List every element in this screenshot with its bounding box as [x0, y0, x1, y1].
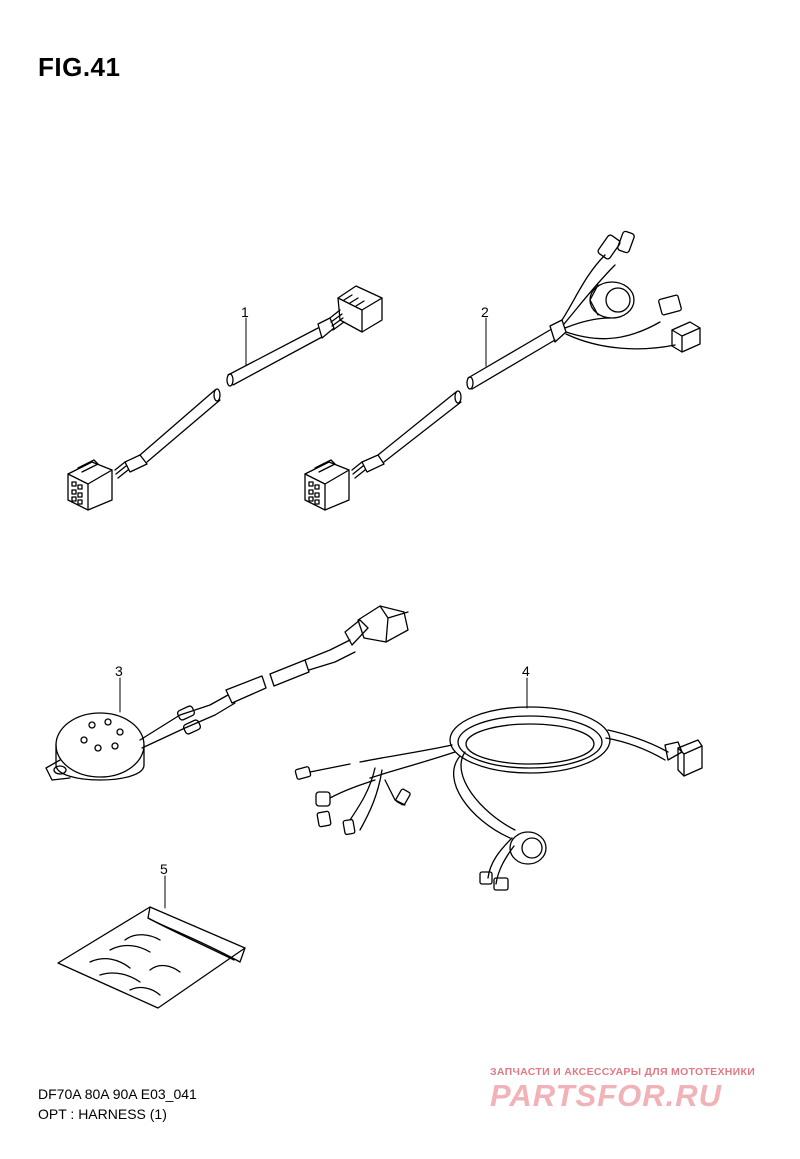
- part-3-trim-sender: [45, 605, 409, 781]
- part-5-parts-bag: [57, 906, 246, 1009]
- part-1-extension-harness: [67, 285, 383, 511]
- callout-4: 4: [522, 663, 530, 679]
- figure-title: FIG.41: [38, 52, 121, 82]
- watermark-logo: PARTSFOR.RU: [490, 1078, 723, 1113]
- model-caption: DF70A 80A 90A E03_041: [38, 1086, 197, 1102]
- part-4-loop-harness: [294, 706, 703, 891]
- watermark-tagline: ЗАПЧАСТИ И АКСЕССУАРЫ ДЛЯ МОТОТЕХНИКИ: [490, 1066, 756, 1078]
- leader-lines: [119, 317, 528, 909]
- callout-5: 5: [160, 861, 168, 877]
- part-2-harness-with-branch: [304, 230, 701, 511]
- callout-1: 1: [241, 304, 249, 320]
- callout-3: 3: [115, 663, 123, 679]
- harness-caption: OPT : HARNESS (1): [38, 1106, 167, 1122]
- callout-2: 2: [481, 304, 489, 320]
